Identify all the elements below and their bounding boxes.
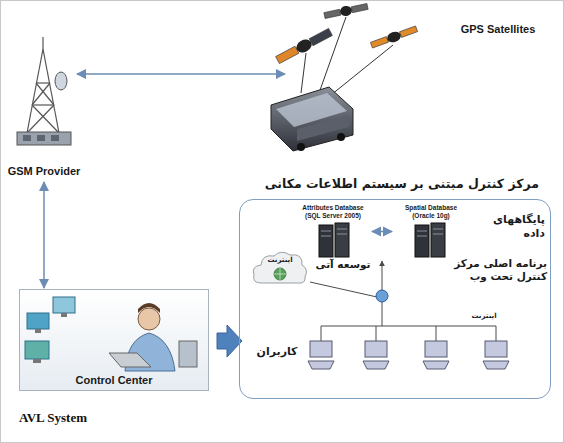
node-label: GPS Satellites (461, 23, 536, 36)
connector-arrow (43, 182, 45, 288)
node-label: Attributes Database (SQL Server 2005) (297, 204, 369, 220)
text-label: کاربران (249, 345, 305, 359)
node-box: GSM Provider (3, 41, 85, 181)
figure-caption: AVL System (19, 410, 87, 426)
panel-heading: مرکز کنترل مبتنی بر سیستم اطلاعات مکانی (265, 176, 539, 191)
panel-box: مرکز کنترل مبتنی بر سیستم اطلاعات مکانی A… (239, 176, 551, 400)
cloud-outline (251, 249, 309, 289)
node-box: Control Center (19, 289, 209, 391)
cloud-shape: اینترنت (251, 249, 309, 289)
text-label: پایگاههای داده (475, 213, 545, 241)
node-box: GPS Satellites (439, 23, 557, 43)
node-label: اینترنت (267, 256, 292, 264)
node-box: Attributes Database (SQL Server 2005) (295, 204, 371, 259)
panel-frame (239, 199, 551, 399)
node-label: GSM Provider (8, 165, 81, 178)
node-label: Control Center (76, 374, 153, 387)
node-label: Spatial Database (Oracle 10g) (395, 204, 467, 220)
text-label: اینترنت (461, 312, 507, 321)
connector-arrow (372, 231, 392, 233)
text-label: برنامه اصلی مرکز کنترل تحت وب (429, 257, 547, 283)
text-label: توسعه آتی (313, 258, 373, 271)
node-box: Spatial Database (Oracle 10g) (393, 204, 469, 259)
